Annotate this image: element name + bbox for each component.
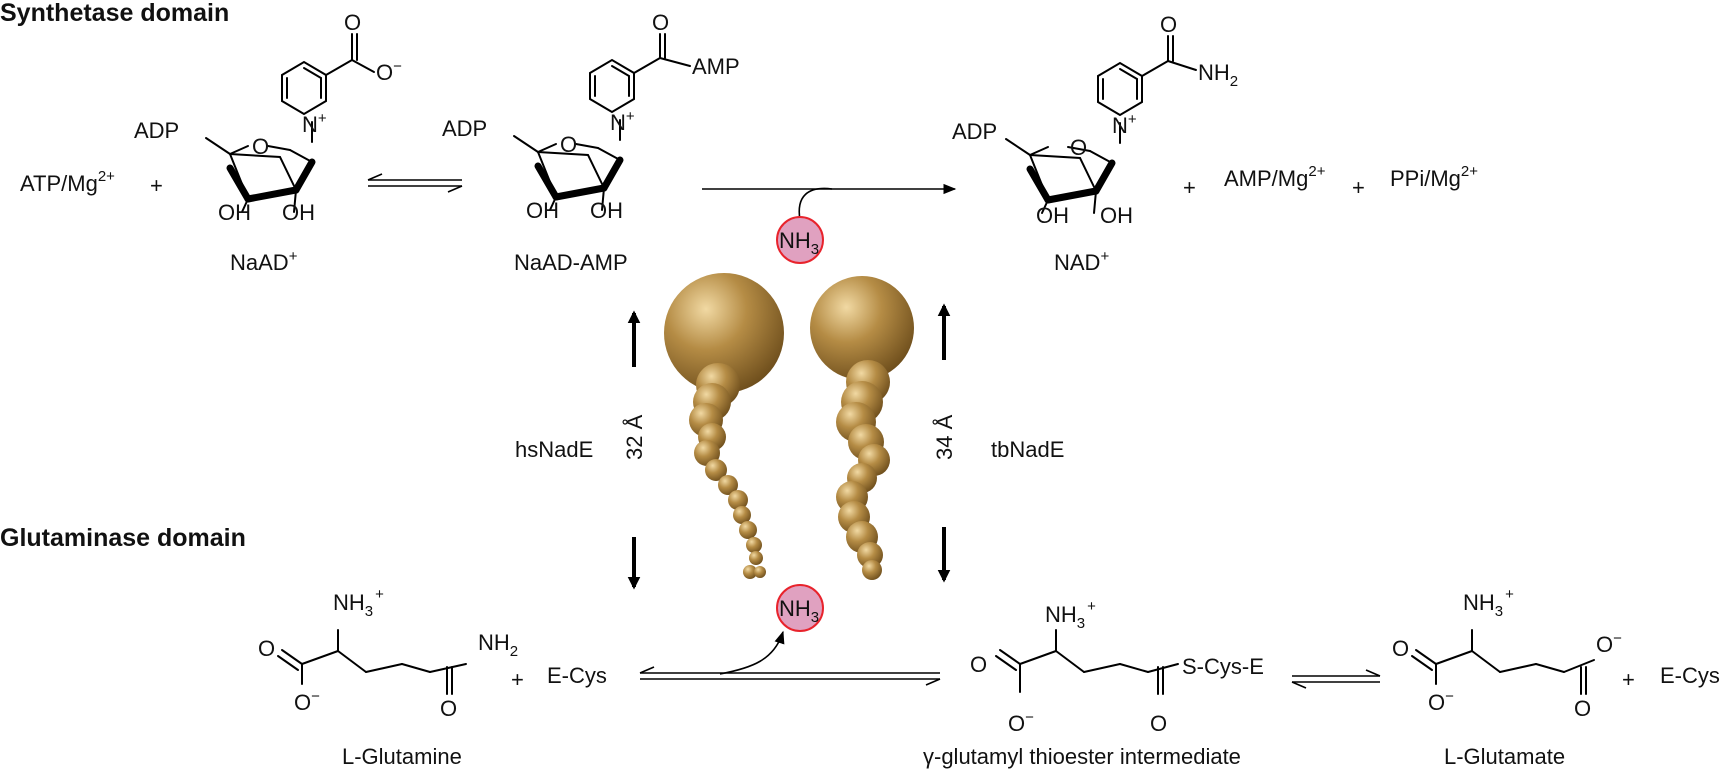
thioester-label: γ-glutamyl thioester intermediate xyxy=(923,744,1241,769)
nad-adp: ADP xyxy=(952,119,997,144)
tbnade-tunnel-length: 34 Å xyxy=(932,414,957,460)
e-cys-label: E-Cys xyxy=(547,663,607,688)
naad-carboxylate-oxygen: O− xyxy=(376,58,402,85)
thioester-scys-group: S-Cys-E xyxy=(1182,654,1264,679)
naad-nitrogen: N+ xyxy=(302,110,327,137)
naad-ring-oxygen: O xyxy=(252,134,269,159)
naad-amp-adp: ADP xyxy=(442,116,487,141)
glutamate-ammonium: NH3+ xyxy=(1463,586,1514,620)
thioester-carboxylate-oxygen: O− xyxy=(1008,709,1034,736)
naad-amp-carbonyl-oxygen: O xyxy=(652,10,669,35)
ppi-mg-label: PPi/Mg2+ xyxy=(1390,163,1478,191)
glutamine-amide-nh2: NH2 xyxy=(478,630,518,660)
naad-amp-ring-oxygen: O xyxy=(560,132,577,157)
nad-carbonyl-oxygen: O xyxy=(1160,12,1177,37)
plus-sign: + xyxy=(1352,175,1365,200)
naad-adp: ADP xyxy=(134,118,179,143)
equilibrium-arrow-adenylation xyxy=(367,173,463,193)
glutamine-label: L-Glutamine xyxy=(342,744,462,769)
thioester-structure: NH3+ O O− O S-Cys-E xyxy=(970,598,1264,736)
naad-amp-label: NaAD-AMP xyxy=(514,250,628,275)
nad-nitrogen: N+ xyxy=(1112,111,1137,138)
glutamine-ammonium: NH3+ xyxy=(333,586,384,620)
glutamate-side-carbonyl-oxygen: O xyxy=(1574,696,1591,721)
plus-sign: + xyxy=(511,667,524,692)
hsnade-tunnel-length: 32 Å xyxy=(622,414,647,460)
synthetase-domain-title: Synthetase domain xyxy=(0,0,229,27)
naad-structure: ADP O OH OH N+ O O− xyxy=(134,10,402,225)
ammonia-label-bottom: NH3 xyxy=(779,596,819,626)
glutaminase-domain-title: Glutaminase domain xyxy=(0,524,246,552)
tbnade-tunnel xyxy=(810,276,914,580)
nad-amide-nh2: NH2 xyxy=(1198,60,1238,90)
equilibrium-arrow-hydrolysis xyxy=(1291,669,1381,689)
amp-mg-label: AMP/Mg2+ xyxy=(1224,163,1326,191)
e-cys-label-product: E-Cys xyxy=(1660,663,1720,688)
nad-label: NAD+ xyxy=(1054,248,1109,275)
naad-amp-amp-group: AMP xyxy=(692,54,740,79)
nad-structure: ADP O OH OH N+ O NH2 xyxy=(952,12,1238,228)
hsnade-tunnel xyxy=(664,273,784,579)
naad-oh-left: OH xyxy=(218,200,251,225)
ammonia-bubble-top: NH3 xyxy=(776,216,824,264)
ammonia-label-top: NH3 xyxy=(779,228,819,258)
naad-label: NaAD+ xyxy=(230,248,298,275)
ammonia-release-curve xyxy=(719,630,785,675)
glutamine-carboxylate-oxygen: O− xyxy=(294,688,320,715)
thioester-ammonium: NH3+ xyxy=(1045,598,1096,632)
plus-sign: + xyxy=(1183,175,1196,200)
naad-amp-structure: ADP O OH OH N+ O AMP xyxy=(442,10,740,223)
hsnade-label: hsNadE xyxy=(515,437,593,462)
plus-sign: + xyxy=(1622,667,1635,692)
glutamine-amide-oxygen: O xyxy=(440,696,457,721)
naad-amp-oh-left: OH xyxy=(526,198,559,223)
glutamine-carboxyl-oxygen: O xyxy=(258,636,275,661)
naad-amp-oh-right: OH xyxy=(590,198,623,223)
glutamate-carboxylate-oxygen: O− xyxy=(1428,688,1454,715)
nad-oh-left: OH xyxy=(1036,203,1069,228)
equilibrium-arrow-thioester xyxy=(639,666,941,686)
ammonia-attack-curve xyxy=(798,187,833,221)
glutamate-side-carboxylate-oxygen: O− xyxy=(1596,630,1622,657)
nad-ring-oxygen: O xyxy=(1070,135,1087,160)
glutamine-structure: NH3+ O O− O NH2 xyxy=(258,586,518,721)
glutamate-carboxyl-oxygen: O xyxy=(1392,636,1409,661)
naad-carbonyl-oxygen: O xyxy=(344,10,361,35)
naad-oh-right: OH xyxy=(282,200,315,225)
ammonia-bubble-bottom: NH3 xyxy=(776,584,824,632)
tbnade-label: tbNadE xyxy=(991,437,1064,462)
thioester-carboxyl-oxygen: O xyxy=(970,652,987,677)
plus-sign: + xyxy=(150,173,163,198)
nad-oh-right: OH xyxy=(1100,203,1133,228)
glutamate-label: L-Glutamate xyxy=(1444,744,1565,769)
atp-mg-label: ATP/Mg2+ xyxy=(20,168,115,196)
glutamate-structure: NH3+ O O− O O− xyxy=(1392,586,1622,721)
naad-amp-nitrogen: N+ xyxy=(610,108,635,135)
thioester-carbonyl-oxygen: O xyxy=(1150,711,1167,736)
